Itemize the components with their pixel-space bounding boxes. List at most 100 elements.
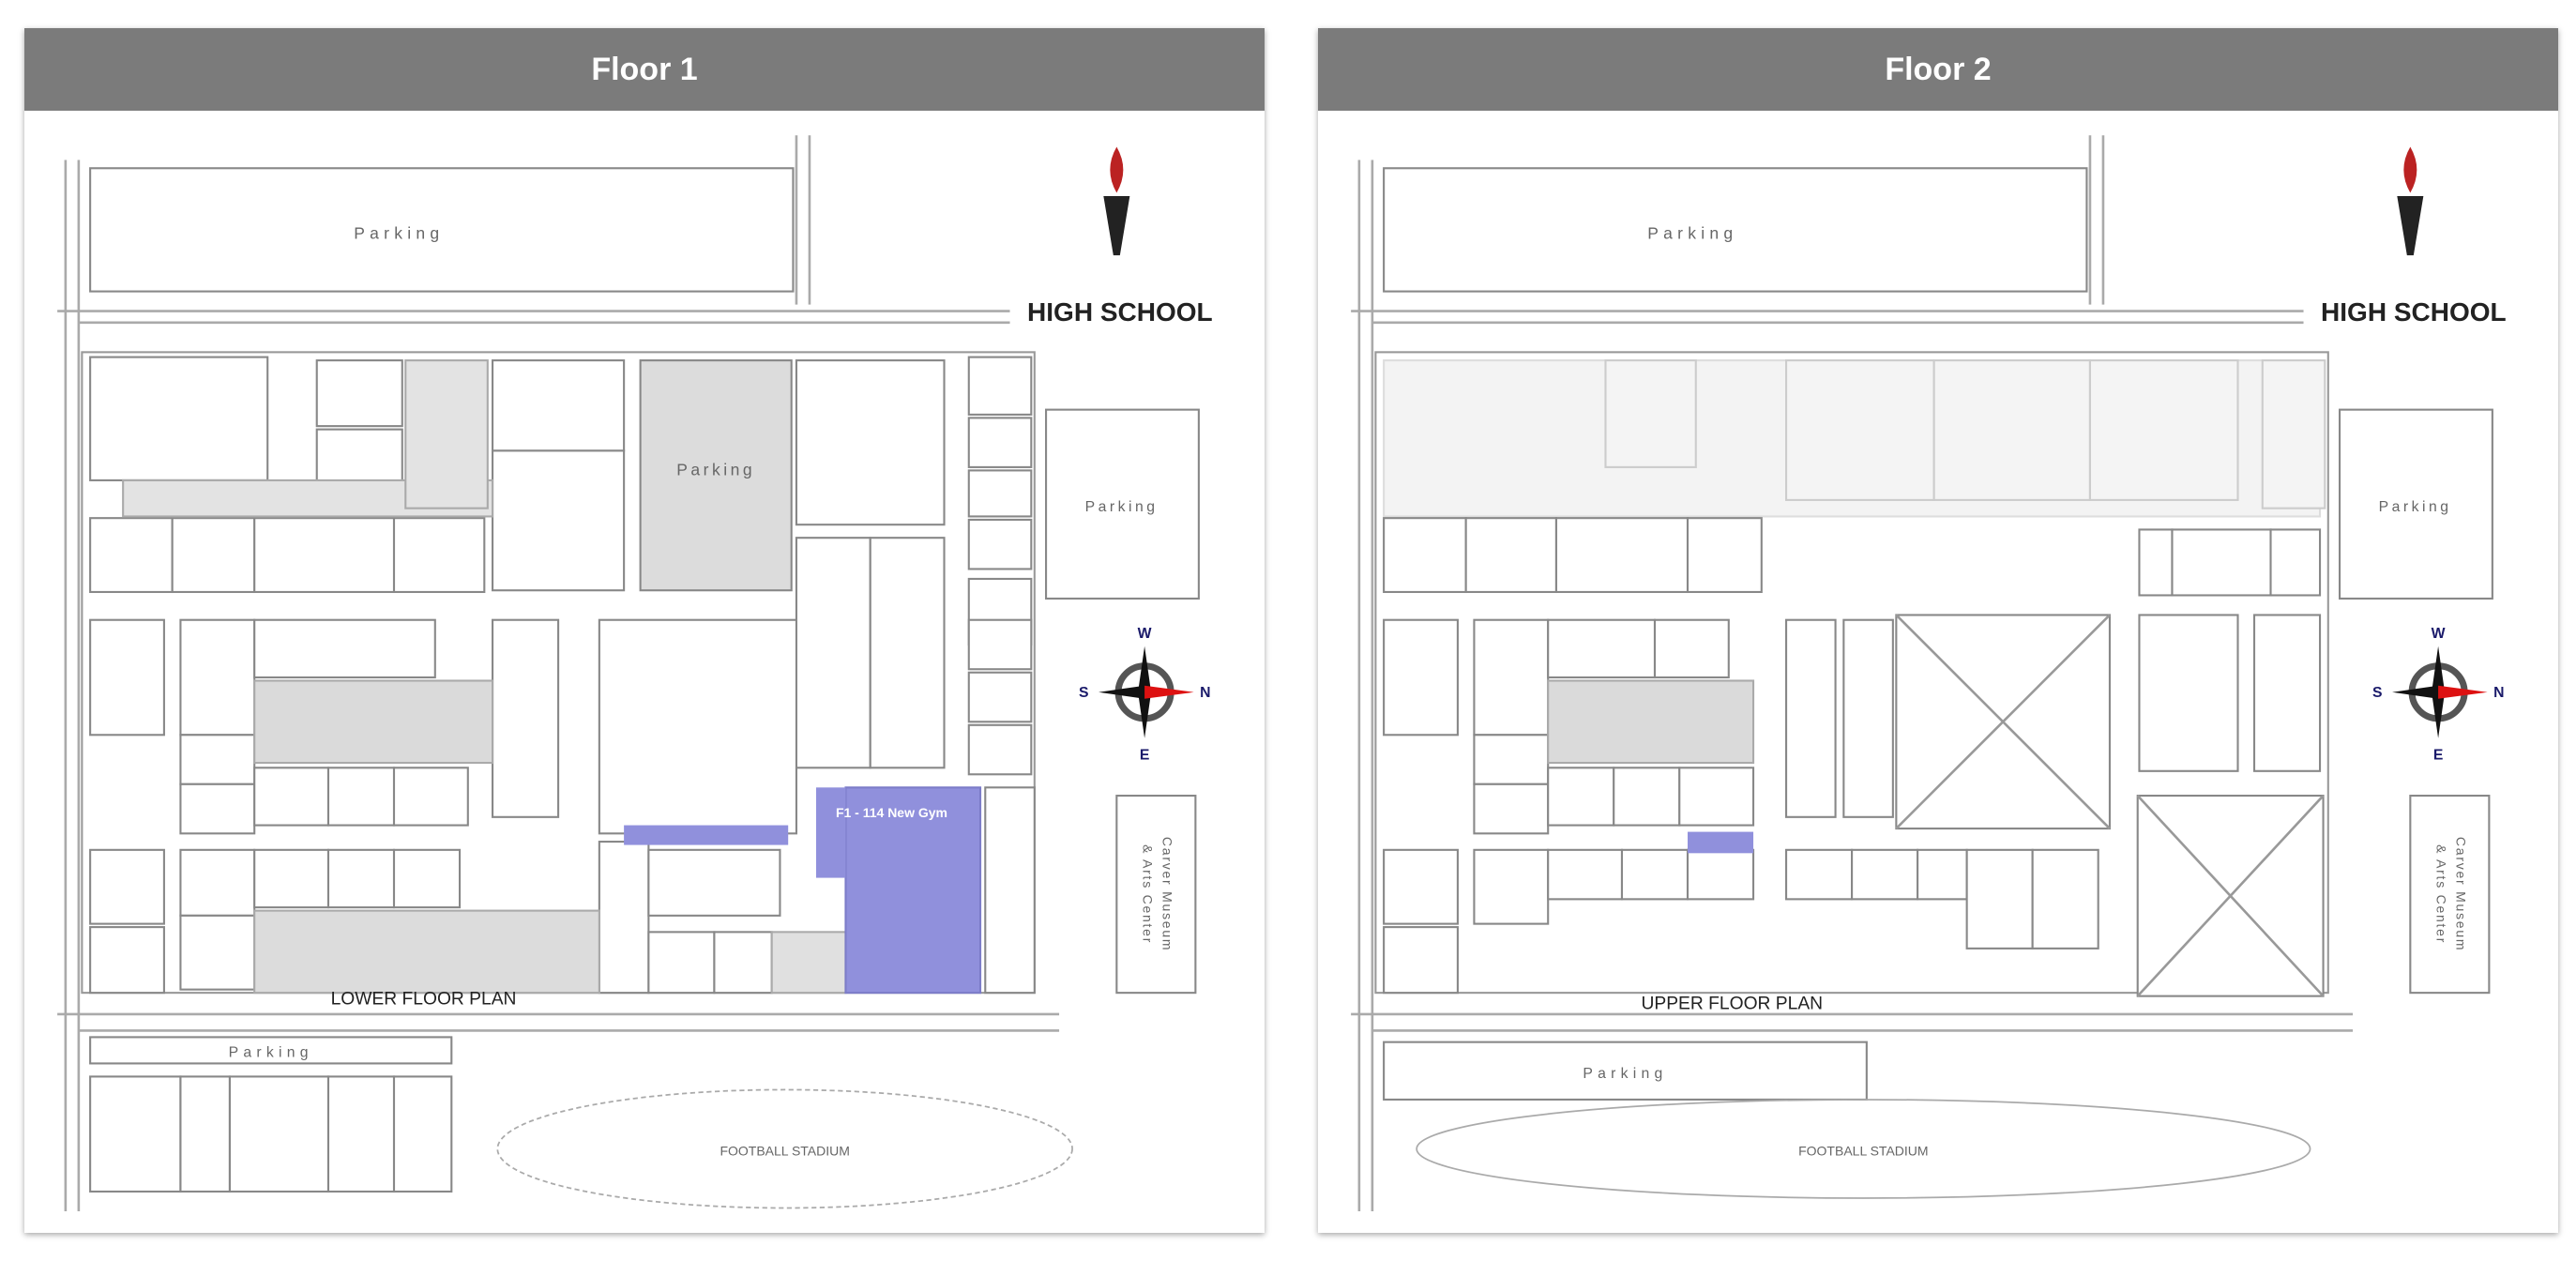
room [392, 517, 486, 594]
room [89, 517, 174, 594]
parking-strip-bottom [89, 1036, 453, 1065]
room [89, 618, 165, 737]
school-building-outline [1374, 351, 2329, 995]
room [1917, 848, 1968, 901]
room [1653, 618, 1730, 679]
torch-icon [2397, 196, 2424, 256]
compass-label-left: S [1079, 685, 1089, 701]
room [1547, 618, 1657, 679]
room [1383, 618, 1459, 737]
room [598, 841, 650, 995]
room [984, 786, 1036, 995]
room [1686, 848, 1755, 901]
courtyard-parking [639, 359, 793, 592]
hallway-hatched [404, 359, 489, 509]
room [967, 618, 1033, 671]
room [1554, 517, 1690, 594]
room [967, 518, 1033, 570]
open-to-below-cross [2136, 795, 2325, 997]
room [967, 417, 1033, 468]
room [1851, 848, 1919, 901]
gray-area [770, 931, 847, 995]
parking-bottom-label: Parking [1583, 1066, 1667, 1082]
room [1473, 618, 1550, 737]
room [89, 1075, 182, 1193]
room [795, 537, 871, 769]
room [179, 618, 256, 737]
school-name: HIGH SCHOOL [1027, 297, 1213, 327]
parking-top-label: Parking [354, 224, 444, 243]
room [967, 469, 1033, 518]
room [89, 356, 269, 481]
room [179, 848, 256, 917]
room [1383, 517, 1467, 594]
plan-label: LOWER FLOOR PLAN [331, 989, 517, 1009]
compass-label-right: N [2493, 685, 2504, 701]
compass-label-top: W [1138, 626, 1152, 642]
floor-1-header: Floor 1 [24, 28, 1265, 111]
plan-label: UPPER FLOOR PLAN [1641, 995, 1823, 1014]
highlight-strip [624, 825, 789, 845]
compass-label-top: W [2432, 626, 2446, 642]
football-stadium [1416, 1099, 2311, 1199]
highlight-room[interactable] [1688, 831, 1754, 854]
room [326, 767, 396, 827]
room [598, 618, 797, 835]
museum-label: & Arts Center [2433, 844, 2448, 944]
room [713, 931, 773, 995]
room [1686, 517, 1763, 594]
torch-flame-icon [1110, 146, 1124, 193]
museum-label: & Arts Center [1140, 844, 1155, 944]
parking-right-label: Parking [1085, 499, 1159, 515]
room [179, 734, 256, 785]
new-gym-label: F1 - 114 New Gym [836, 805, 947, 820]
compass-north-needle [1144, 685, 1194, 699]
room [1785, 848, 1854, 901]
room [1383, 926, 1459, 995]
museum-label-group: Carver Museum& Arts Center [1140, 837, 1174, 951]
room [647, 848, 781, 917]
room [179, 782, 256, 835]
torch-flame-icon [2403, 146, 2417, 193]
room [1473, 848, 1550, 925]
room [869, 537, 946, 769]
room [1473, 782, 1550, 835]
compass-label-bottom: E [2433, 748, 2444, 764]
room [1932, 359, 2091, 501]
room [326, 848, 396, 909]
school-name: HIGH SCHOOL [2321, 297, 2507, 327]
highlight-strip [815, 787, 846, 878]
room [2171, 528, 2272, 597]
new-gym-highlight[interactable] [844, 786, 982, 995]
room [1613, 767, 1681, 827]
room [2138, 614, 2239, 772]
room [2031, 848, 2099, 950]
parking-lot-top [1383, 167, 2088, 293]
room [1464, 517, 1558, 594]
room [967, 356, 1033, 416]
carver-museum-building [1115, 795, 1197, 995]
room [1383, 848, 1459, 925]
gray-area [253, 679, 494, 765]
room [253, 618, 436, 679]
museum-label-group: Carver Museum& Arts Center [2433, 837, 2468, 951]
room [392, 767, 469, 827]
room [228, 1075, 330, 1193]
courtyard-parking-label: Parking [676, 461, 755, 479]
room [1547, 848, 1624, 901]
compass-label-left: S [2372, 685, 2383, 701]
room [1678, 767, 1755, 827]
room [1965, 848, 2034, 950]
compass-needle [1099, 685, 1145, 699]
torch-icon [1103, 196, 1130, 256]
stadium-label: FOOTBALL STADIUM [1798, 1143, 1928, 1158]
room [392, 848, 462, 909]
room [171, 517, 256, 594]
stadium-label: FOOTBALL STADIUM [720, 1143, 849, 1158]
room [967, 723, 1033, 776]
parking-strip-bottom [1383, 1041, 1868, 1101]
